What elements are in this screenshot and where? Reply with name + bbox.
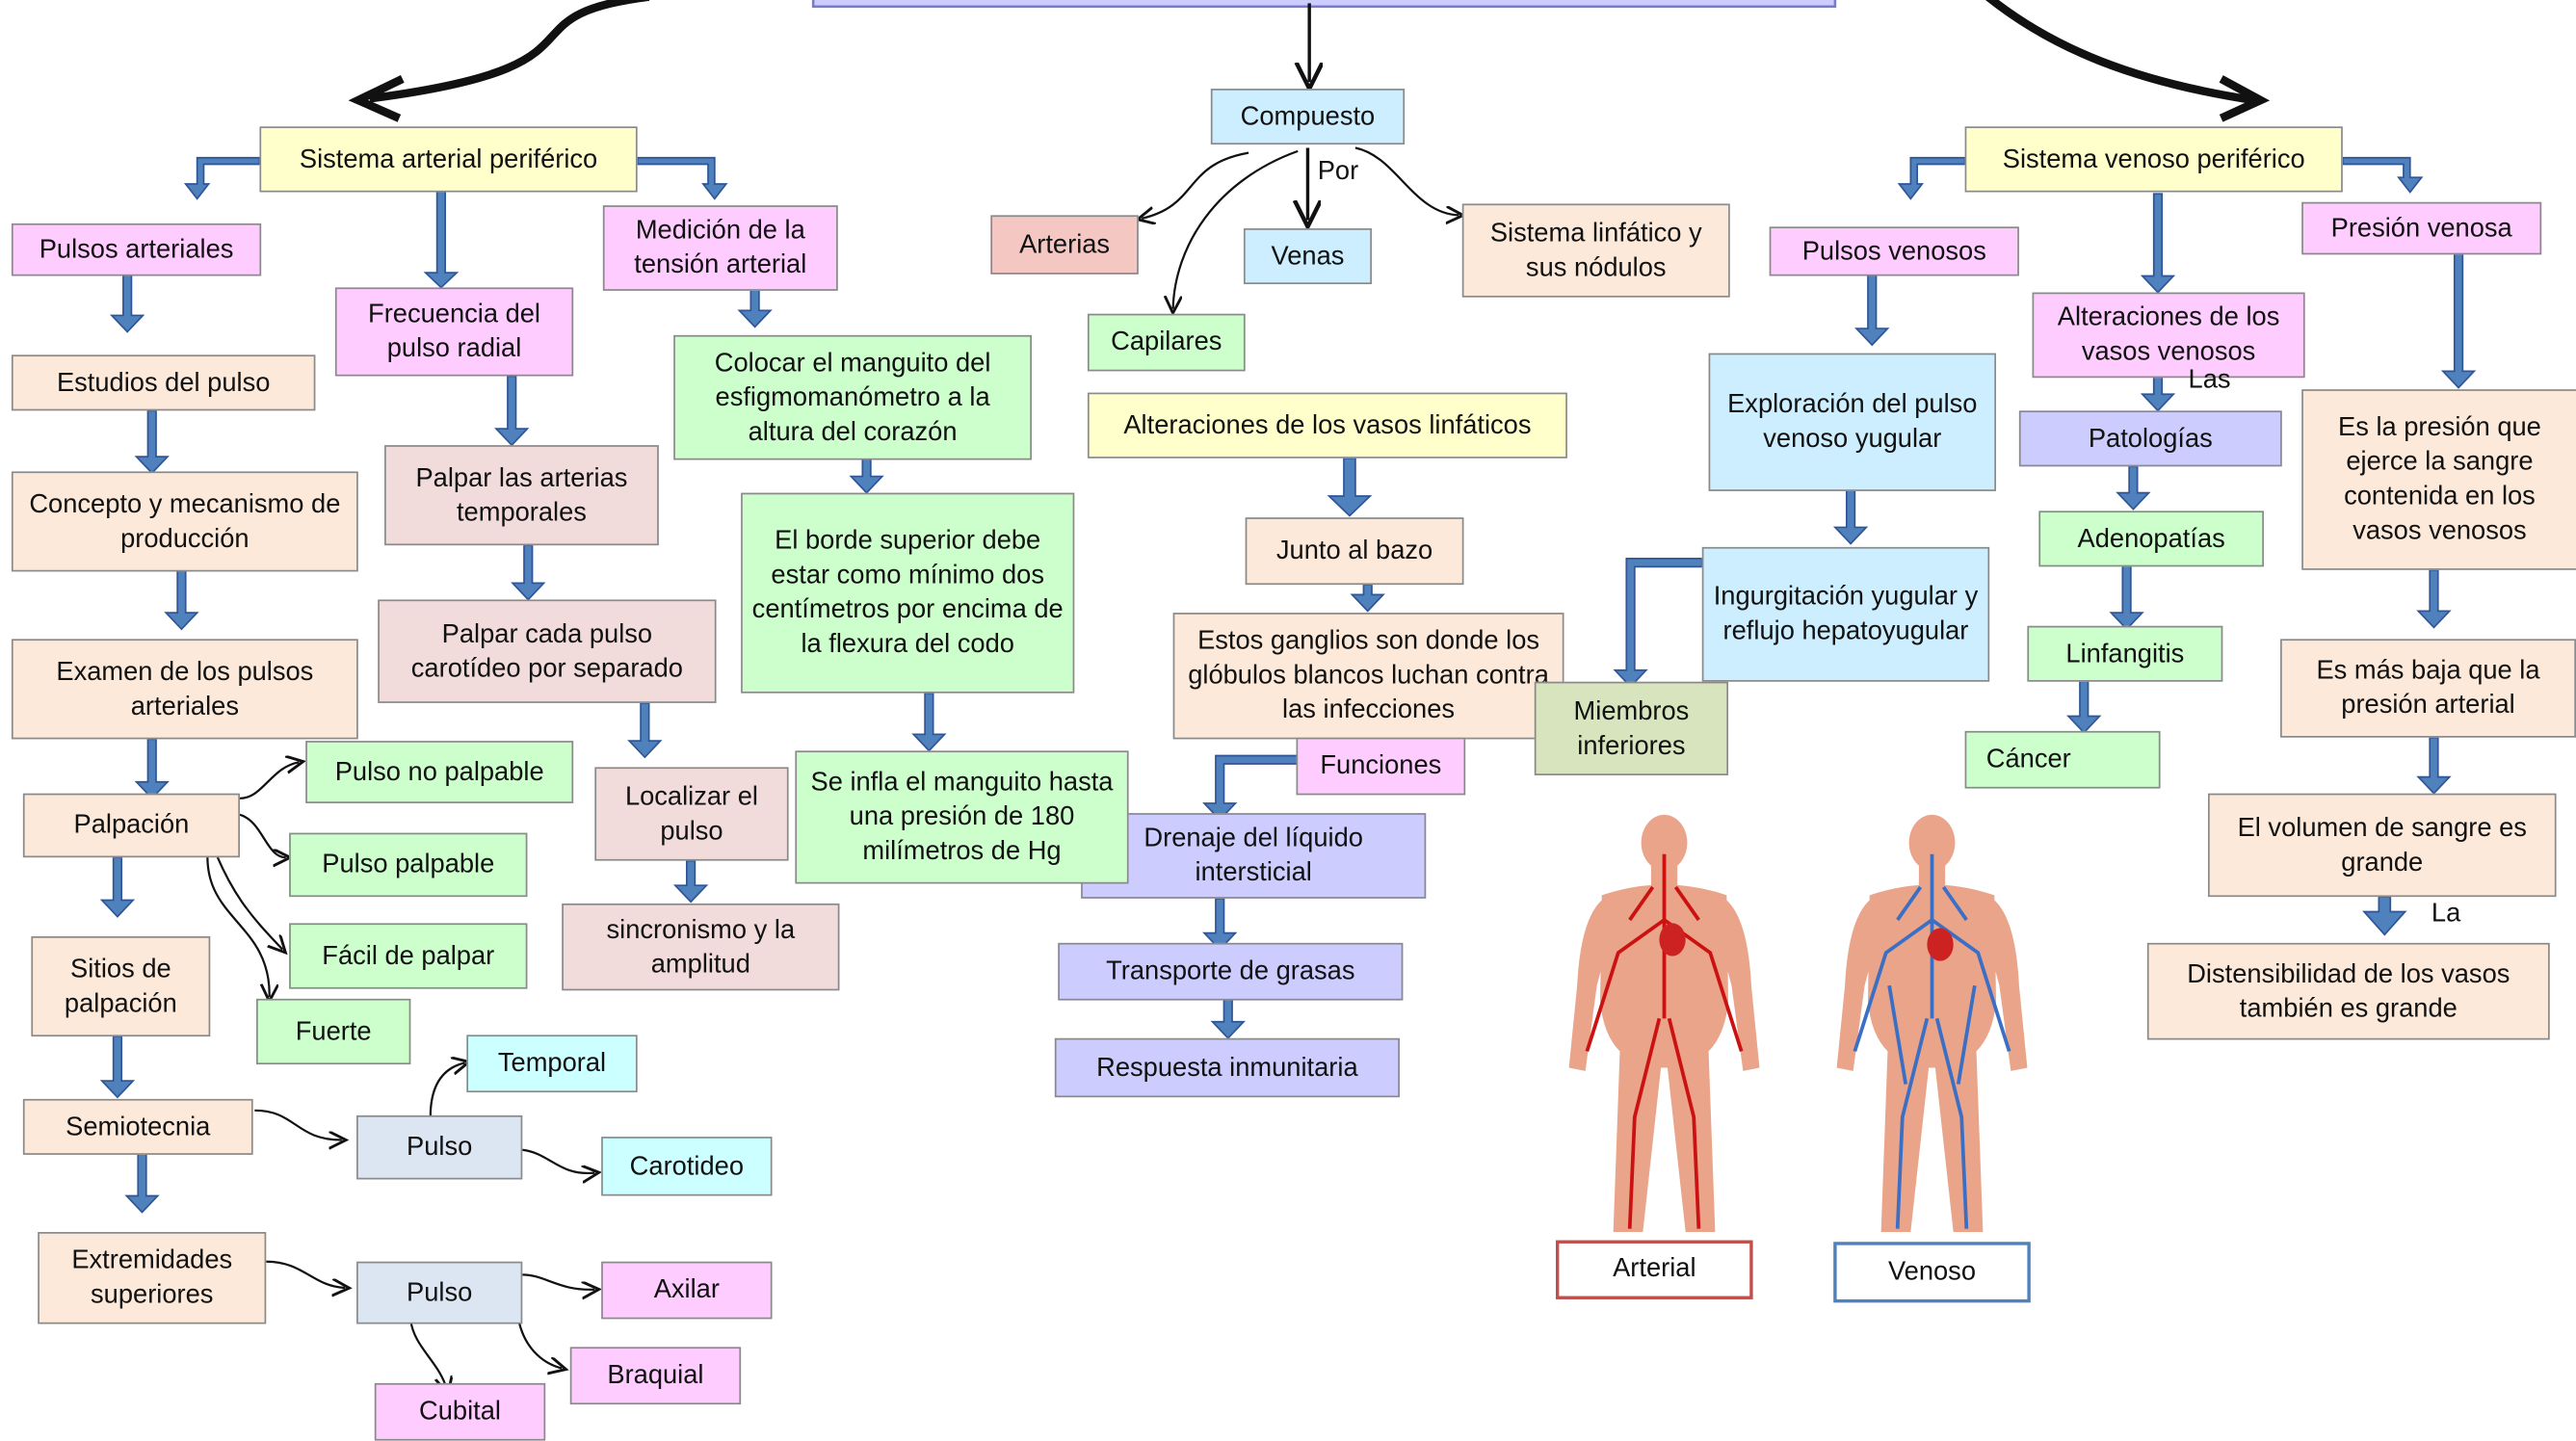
node-colocar-manguito: Colocar el manguito del esfigmomanómetro… [673, 334, 1032, 460]
node-pulso-1: Pulso [356, 1114, 523, 1180]
node-mas-baja: Es más baja que la presión arterial [2280, 639, 2576, 738]
node-fuerte: Fuerte [256, 998, 411, 1065]
node-localizar-pulso: Localizar el pulso [594, 767, 789, 861]
node-linfangitis: Linfangitis [2027, 625, 2223, 682]
node-concepto: Concepto y mecanismo de producción [11, 471, 358, 572]
node-sincronismo: sincronismo y la amplitud [562, 903, 840, 991]
venous-body-figure [1836, 814, 2028, 1233]
curve-to-arterial [369, 0, 650, 103]
node-facil-palpar: Fácil de palpar [289, 923, 528, 989]
node-semiotecnia: Semiotecnia [22, 1098, 253, 1155]
curve-to-venoso [1985, 0, 2255, 105]
node-presion-venosa: Presión venosa [2301, 201, 2542, 255]
main-title-bar [811, 0, 1837, 9]
node-pulso-palpable: Pulso palpable [289, 832, 528, 898]
node-arterias-temporales: Palpar las arterias temporales [384, 445, 659, 546]
node-exploracion-yugular: Exploración del pulso venoso yugular [1708, 353, 1997, 491]
node-funciones: Funciones [1296, 737, 1466, 796]
node-sistema-venoso: Sistema venoso periférico [1964, 126, 2343, 193]
label-la: La [2431, 900, 2461, 929]
block-arrows [99, 156, 2477, 1214]
node-adenopatias: Adenopatías [2038, 511, 2264, 567]
node-examen-pulsos: Examen de los pulsos arteriales [11, 639, 358, 740]
node-drenaje: Drenaje del líquido intersticial [1081, 813, 1427, 899]
label-por: Por [1317, 157, 1359, 186]
arrowhead-venoso [2219, 75, 2271, 122]
node-carotideo: Carotideo [601, 1137, 773, 1196]
node-cancer: Cáncer [1964, 730, 2161, 789]
node-medicion-tension: Medición de la tensión arterial [602, 205, 838, 291]
node-distensibilidad: Distensibilidad de los vasos también es … [2146, 942, 2550, 1040]
node-pulso-carotideo-separado: Palpar cada pulso carotídeo por separado [378, 599, 717, 703]
node-alteraciones-venosos: Alteraciones de los vasos venosos [2032, 292, 2305, 379]
node-volumen-sangre: El volumen de sangre es grande [2208, 793, 2557, 898]
caption-venoso: Venoso [1833, 1242, 2031, 1303]
node-temporal: Temporal [466, 1035, 638, 1093]
node-estudios-pulso: Estudios del pulso [11, 354, 316, 411]
node-junto-bazo: Junto al bazo [1245, 517, 1464, 586]
arterial-body-figure [1568, 814, 1760, 1233]
node-respuesta-inmunitaria: Respuesta inmunitaria [1054, 1037, 1400, 1098]
node-pulso-2: Pulso [356, 1261, 523, 1324]
node-sistema-linfatico: Sistema linfático y sus nódulos [1461, 203, 1730, 298]
node-miembros-inferiores: Miembros inferiores [1534, 681, 1729, 775]
node-alteraciones-linfaticos: Alteraciones de los vasos linfáticos [1087, 392, 1567, 458]
node-compuesto: Compuesto [1210, 89, 1406, 145]
node-definicion-presion: Es la presión que ejerce la sangre conte… [2301, 389, 2576, 570]
node-frecuencia-pulso: Frecuencia del pulso radial [334, 287, 574, 377]
node-patologias: Patologías [2018, 410, 2282, 467]
node-sistema-arterial: Sistema arterial periférico [259, 126, 638, 193]
arrowhead-arterial [348, 75, 405, 122]
node-capilares: Capilares [1087, 313, 1246, 372]
node-ganglios: Estos ganglios son donde los glóbulos bl… [1172, 613, 1564, 740]
node-pulsos-venosos: Pulsos venosos [1769, 226, 2019, 276]
node-palpacion: Palpación [22, 793, 240, 858]
node-pulsos-arteriales: Pulsos arteriales [11, 223, 262, 276]
node-extremidades: Extremidades superiores [38, 1232, 267, 1324]
node-cubital: Cubital [374, 1382, 546, 1441]
node-borde-superior: El borde superior debe estar como mínimo… [741, 492, 1075, 694]
node-venas: Venas [1243, 228, 1372, 285]
caption-arterial: Arterial [1555, 1240, 1753, 1299]
node-transporte-grasas: Transporte de grasas [1058, 942, 1404, 1001]
node-ingurgitacion: Ingurgitación yugular y reflujo hepatoyu… [1701, 546, 1990, 682]
node-arterias: Arterias [990, 215, 1139, 275]
node-infla-manguito: Se infla el manguito hasta una presión d… [795, 750, 1129, 884]
node-sitios-palpacion: Sitios de palpación [31, 936, 211, 1037]
node-pulso-no-palpable: Pulso no palpable [305, 741, 574, 803]
node-braquial: Braquial [569, 1347, 742, 1405]
node-axilar: Axilar [601, 1261, 773, 1320]
label-las: Las [2188, 366, 2231, 395]
